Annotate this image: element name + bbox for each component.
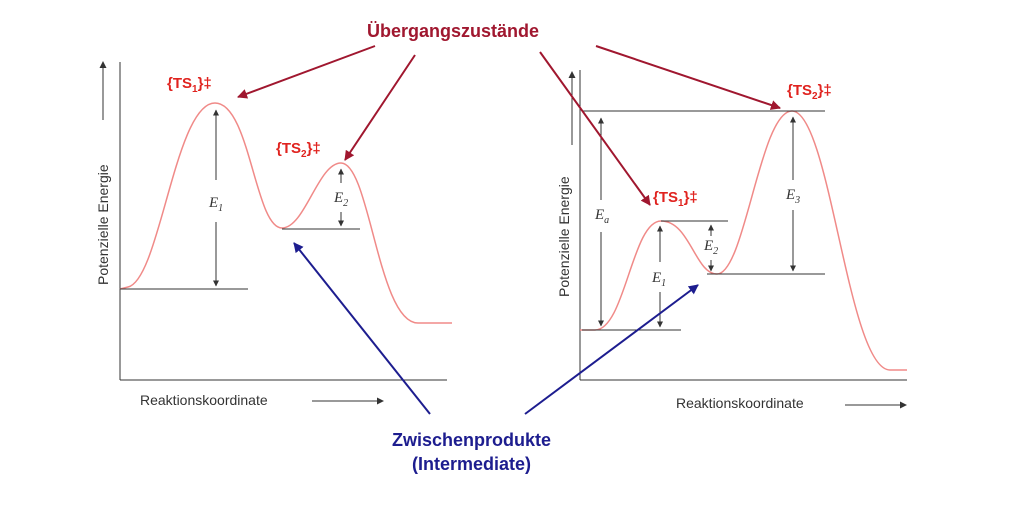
right-e3-label: E3: [785, 187, 800, 206]
intermediates-label-line2: (Intermediate): [412, 454, 531, 474]
transition-state-arrows: [237, 45, 781, 206]
red-arrow-left-ts2: [344, 54, 416, 161]
left-e2-label: E2: [333, 190, 348, 209]
right-y-axis-label: Potenzielle Energie: [556, 176, 572, 297]
intermediate-arrows: [293, 242, 699, 415]
red-arrow-right-ts1: [539, 51, 651, 206]
left-ts1-label: {TS1}‡: [167, 75, 212, 95]
intermediates-label-line1: Zwischenprodukte: [392, 430, 551, 450]
transition-states-label: Übergangszustände: [367, 21, 539, 41]
left-x-axis-label: Reaktionskoordinate: [140, 392, 268, 408]
left-energy-diagram: Potenzielle Energie Reaktionskoordinate …: [95, 61, 452, 408]
red-arrow-right-ts2: [595, 45, 781, 110]
left-y-axis-label: Potenzielle Energie: [95, 164, 111, 285]
right-ts1-label: {TS1}‡: [653, 189, 698, 209]
blue-arrow-left: [293, 242, 431, 415]
left-energy-curve: [119, 102, 452, 324]
right-ts2-label: {TS2}‡: [787, 82, 832, 102]
right-e2-label: E2: [703, 238, 718, 257]
left-ts2-label: {TS2}‡: [276, 140, 321, 160]
right-e1-label: E1: [651, 270, 666, 289]
left-e1-label: E1: [208, 195, 223, 214]
blue-arrow-right: [524, 284, 699, 415]
red-arrow-left-ts1: [237, 45, 376, 99]
right-x-axis-label: Reaktionskoordinate: [676, 395, 804, 411]
right-energy-diagram: Potenzielle Energie Reaktionskoordinate …: [556, 70, 907, 411]
right-ea-label: Ea: [594, 207, 609, 226]
right-energy-curve: [580, 110, 907, 371]
